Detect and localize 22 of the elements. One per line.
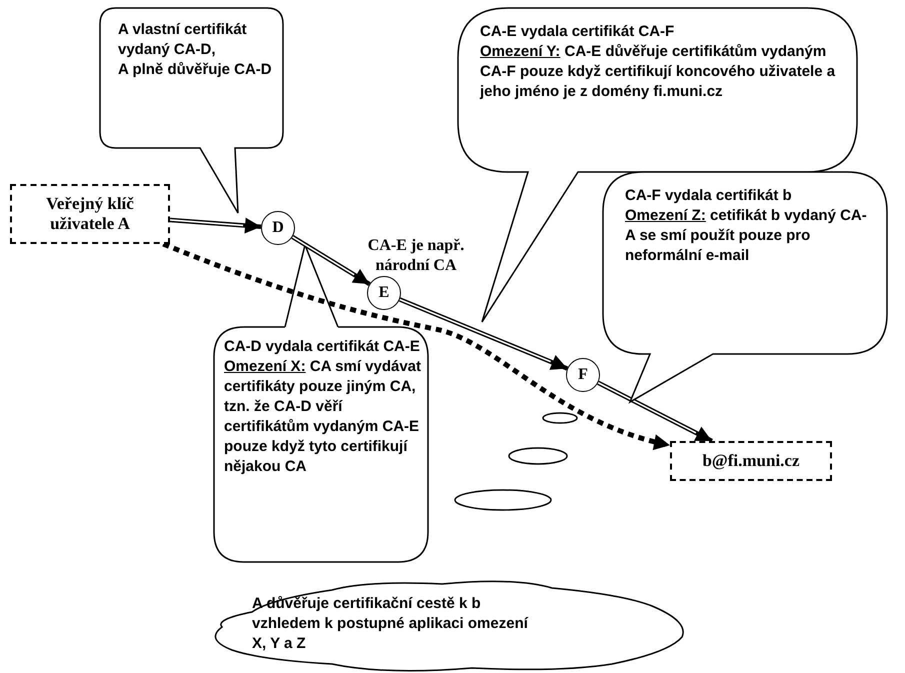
note-text: CA-E je např. národní CA: [366, 236, 466, 276]
bubble-text: Omezení Z: cetifikát b vydaný CA-A se smí použít pouze pro neformální e-mail: [625, 206, 868, 266]
ca-circle: D: [261, 211, 295, 245]
arrow: [291, 234, 371, 286]
bubble-text: Omezení Y: CA-E důvěřuje certifikátům vydaným CA-F pouze když certifikují koncového uživatele a jeho jméno je z domény fi.muni.cz: [480, 42, 836, 102]
arrow: [398, 297, 568, 371]
bubble-heading: CA-E vydala certifikát CA-F: [480, 22, 676, 42]
arrow: [170, 218, 262, 234]
bubble-text: A vlastní certifikát vydaný CA-D,: [118, 20, 248, 60]
ca-circle: F: [566, 358, 600, 392]
bubble-heading: CA-F vydala certifikát b: [625, 186, 793, 206]
ca-circle: E: [367, 276, 401, 310]
speech-bubble: [603, 172, 888, 404]
dashed-box: Veřejný klíč uživatele A: [10, 184, 170, 244]
bubble-text: A plně důvěřuje CA-D: [118, 60, 273, 80]
cloud-text: A důvěřuje certifikační cestě k b vzhledem k postupné aplikaci omezení X, Y a Z: [252, 594, 530, 654]
dashed-box: b@fi.muni.cz: [670, 441, 832, 481]
speech-bubble: [214, 327, 428, 562]
arrow: [597, 380, 713, 443]
bubble-text: Omezení X: CA smí vydávat certifikáty pouze jiným CA, tzn. že CA-D věří certifikátům vydaným CA-E pouze když tyto certifikují nějakou CA: [224, 357, 422, 477]
arrow: [162, 242, 671, 450]
bubble-heading: CA-D vydala certifikát CA-E: [224, 337, 421, 357]
